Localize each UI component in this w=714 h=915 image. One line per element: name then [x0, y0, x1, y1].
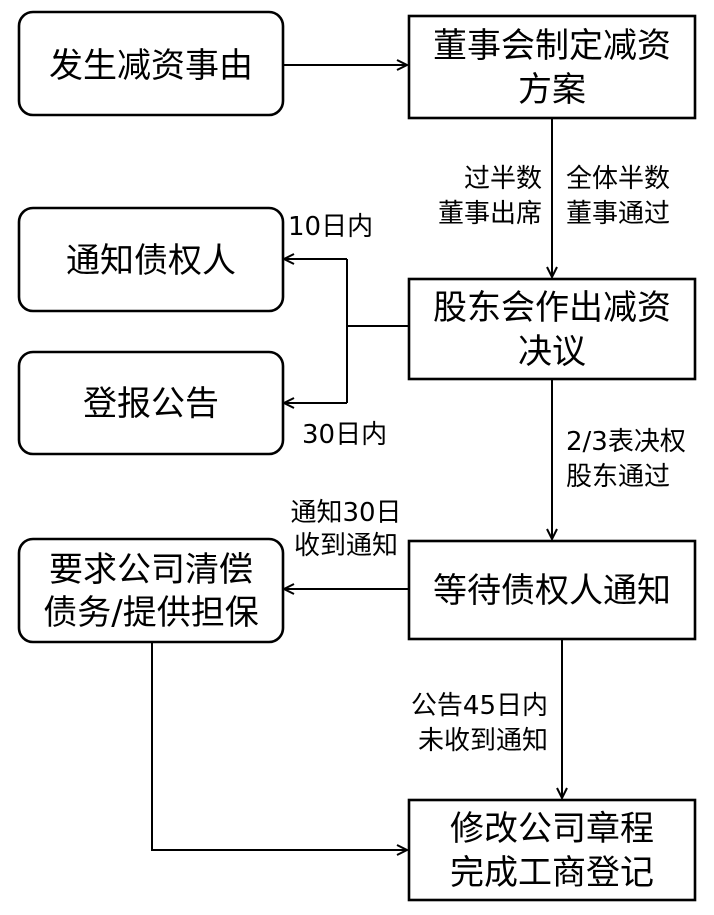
node-creditor-demand: 要求公司清偿 债务/提供担保: [17, 537, 285, 644]
node-announce-label: 登报公告: [83, 384, 219, 424]
node-creditor-demand-line-2: 债务/提供担保: [43, 593, 258, 633]
node-reason-label: 发生减资事由: [49, 46, 253, 86]
node-announce: 登报公告: [17, 350, 285, 456]
node-wait-creditors-label: 等待债权人通知: [433, 571, 671, 611]
node-wait-creditors: 等待债权人通知: [407, 539, 697, 641]
node-board-plan-box: [407, 14, 697, 120]
edge-label-no-notice-1: 公告45日内: [411, 691, 548, 721]
node-amend-register: 修改公司章程 完成工商登记: [407, 798, 697, 902]
edge-label-no-notice-2: 未收到通知: [418, 726, 548, 756]
node-creditor-demand-line-1: 要求公司清偿: [49, 550, 253, 590]
node-reason-box: [17, 10, 285, 117]
node-shareholders-resolution-line-1: 股东会作出减资: [433, 288, 671, 328]
node-notify-creditors-box: [17, 206, 285, 313]
node-amend-register-line-2: 完成工商登记: [450, 853, 654, 893]
node-notify-creditors-label: 通知债权人: [66, 241, 236, 281]
edge-label-notify-within: 10日内: [288, 212, 373, 242]
node-announce-box: [17, 350, 285, 456]
node-board-plan: 董事会制定减资 方案: [407, 14, 697, 120]
edge-labels: 过半数 董事出席 全体半数 董事通过 10日内 30日内 2/3表决权 股东通过…: [288, 164, 686, 756]
edge-label-announce-within: 30日内: [302, 420, 387, 450]
node-creditor-demand-box: [17, 537, 285, 644]
edge-label-board-approval-2: 董事通过: [566, 199, 670, 229]
edge-label-received-notice-2: 收到通知: [294, 531, 398, 561]
node-shareholders-resolution-line-2: 决议: [518, 332, 586, 372]
node-amend-register-box: [407, 798, 697, 902]
edge-label-board-attendance-1: 过半数: [464, 164, 542, 194]
node-shareholders-resolution-box: [407, 277, 697, 381]
node-board-plan-line-2: 方案: [518, 70, 586, 110]
edge-label-received-notice-1: 通知30日: [290, 498, 401, 528]
node-notify-creditors: 通知债权人: [17, 206, 285, 313]
edge-label-shareholder-vote-2: 股东通过: [566, 462, 670, 492]
node-wait-creditors-box: [407, 539, 697, 641]
node-board-plan-line-1: 董事会制定减资: [433, 26, 671, 66]
edge-label-board-attendance-2: 董事出席: [438, 199, 542, 229]
node-amend-register-line-1: 修改公司章程: [450, 809, 654, 849]
edge-label-shareholder-vote-1: 2/3表决权: [566, 427, 686, 457]
node-reason: 发生减资事由: [17, 10, 285, 117]
edge-demand-to-amend: [151, 643, 407, 850]
edge-label-board-approval-1: 全体半数: [566, 164, 670, 194]
node-shareholders-resolution: 股东会作出减资 决议: [407, 277, 697, 381]
edges: [151, 65, 562, 850]
